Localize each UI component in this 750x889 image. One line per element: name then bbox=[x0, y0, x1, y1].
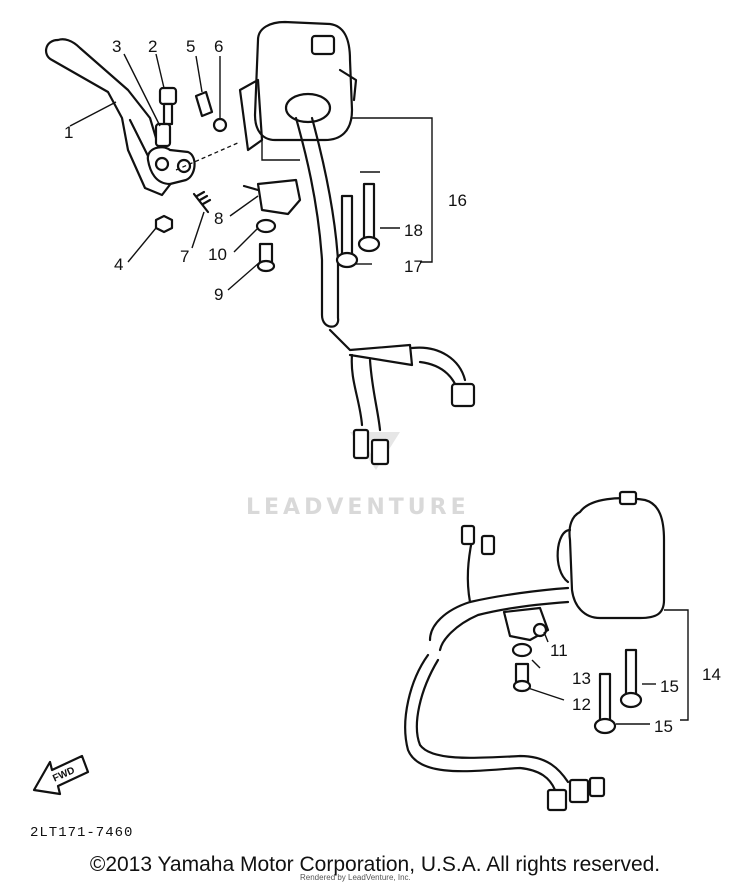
rendered-by-notice: Rendered by LeadVenture, Inc. bbox=[300, 873, 411, 882]
callout-15-lower: 15 bbox=[654, 717, 673, 736]
callout-15-upper: 15 bbox=[660, 677, 679, 696]
forward-arrow-icon: FWD bbox=[32, 754, 90, 796]
callout-5: 5 bbox=[186, 37, 195, 56]
callout-3: 3 bbox=[112, 37, 121, 56]
screw-15-lower bbox=[593, 672, 617, 735]
callout-17: 17 bbox=[404, 257, 423, 276]
lever-nut bbox=[154, 214, 174, 234]
washer-13 bbox=[511, 642, 533, 658]
bracket-16 bbox=[352, 117, 433, 263]
washer bbox=[255, 218, 277, 234]
collar bbox=[154, 122, 172, 148]
callout-11: 11 bbox=[550, 641, 568, 660]
alignment-dash bbox=[175, 141, 241, 171]
screw-15-upper bbox=[619, 648, 643, 709]
part-code: 2LT171-7460 bbox=[30, 825, 133, 841]
clutch-lever bbox=[44, 38, 174, 197]
start-switch-body bbox=[242, 178, 302, 216]
screw-12 bbox=[512, 662, 532, 693]
callout-13: 13 bbox=[572, 669, 591, 688]
callout-6: 6 bbox=[214, 37, 223, 56]
bracket-14 bbox=[664, 609, 689, 721]
right-switch-cable bbox=[404, 524, 606, 812]
callout-4: 4 bbox=[114, 255, 123, 274]
switch-screw bbox=[256, 242, 276, 273]
adjuster-nut bbox=[212, 117, 228, 133]
lever-spring bbox=[192, 190, 212, 214]
watermark-text: LEADVENTURE bbox=[246, 495, 470, 520]
copyright-notice: ©2013 Yamaha Motor Corporation, U.S.A. A… bbox=[89, 853, 661, 876]
callout-9: 9 bbox=[214, 285, 223, 304]
callout-7: 7 bbox=[180, 247, 189, 266]
screw-long bbox=[357, 182, 381, 253]
callout-12: 12 bbox=[572, 695, 591, 714]
pivot-bolt bbox=[158, 86, 178, 126]
callout-8: 8 bbox=[214, 209, 223, 228]
callout-1: 1 bbox=[64, 123, 73, 142]
callout-2: 2 bbox=[148, 37, 157, 56]
screw-short bbox=[335, 194, 359, 269]
callout-18: 18 bbox=[404, 221, 423, 240]
lever-holder bbox=[146, 146, 196, 186]
callout-16: 16 bbox=[448, 191, 467, 210]
right-switch-housing bbox=[556, 490, 666, 620]
leader-lines bbox=[69, 53, 656, 725]
callout-14: 14 bbox=[702, 665, 721, 684]
front-brake-switch bbox=[502, 606, 550, 642]
left-switch-cable bbox=[294, 116, 476, 466]
adjuster-screw bbox=[194, 90, 214, 118]
left-switch-housing bbox=[238, 20, 358, 161]
callout-10: 10 bbox=[208, 245, 227, 264]
